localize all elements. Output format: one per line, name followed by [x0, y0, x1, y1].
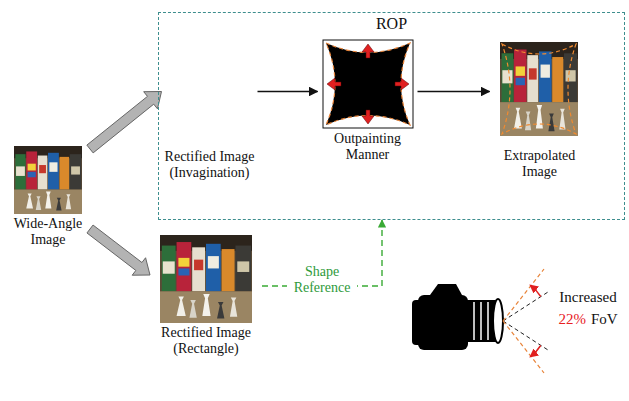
image-caption: Wide-Angle Image: [6, 216, 90, 248]
fov-increase-arc: [531, 286, 541, 297]
lens-ring: [473, 302, 475, 340]
block-arrow: [87, 225, 150, 275]
flow-arrow: [258, 91, 318, 92]
camera-icon: [412, 284, 503, 350]
image-panel: Wide-Angle Image: [6, 143, 90, 252]
image-caption: Extrapolated Image: [490, 148, 590, 180]
lens-ring: [480, 302, 482, 340]
extrapolated-illustration: [500, 42, 578, 136]
lens-front: [493, 299, 503, 343]
percentage-value: 22%: [558, 311, 586, 327]
image-caption: Outpainting Manner: [318, 131, 418, 163]
fov-annotation: Increased 22% FoV: [550, 287, 626, 331]
annotation-text: Increased: [550, 287, 626, 309]
lens-ring: [487, 302, 489, 340]
module-title: ROP: [159, 15, 624, 33]
boundary-outline: [502, 44, 576, 134]
invagination-photo: [164, 38, 254, 146]
flow-arrow: [418, 91, 490, 92]
block-arrow: [87, 92, 162, 153]
fov-increase-arc: [531, 346, 541, 357]
old-fov-line: [503, 321, 548, 350]
new-fov-line: [503, 321, 544, 373]
image-caption: Rectified Image (Invagination): [162, 149, 258, 181]
camera-viewfinder: [430, 284, 462, 295]
image-panel: Rectified Image (Rectangle): [150, 230, 262, 361]
outward-arrow: [362, 44, 374, 58]
outward-arrow: [395, 78, 409, 90]
fov-lines: [503, 269, 548, 373]
image-caption: Rectified Image (Rectangle): [150, 325, 262, 357]
camera-body: [418, 295, 468, 350]
outward-arrow: [362, 110, 374, 124]
rop-module-box: ROP Rectified Image (Invagination) Outpain…: [158, 12, 625, 220]
image-panel: Rectified Image (Invagination): [162, 36, 258, 185]
annotation-text: FoV: [591, 311, 618, 327]
old-fov-line: [503, 292, 548, 321]
camera-lens: [466, 300, 496, 342]
outpainting-illustration: [323, 40, 413, 128]
wide-angle-photo: [14, 146, 82, 214]
connector-label: Shape Reference: [287, 263, 357, 297]
new-fov-line: [503, 269, 544, 321]
extrapolated-photo: [500, 42, 578, 136]
outward-arrow: [327, 78, 341, 90]
outpainting-panel: Outpainting Manner: [318, 36, 418, 167]
image-panel: Extrapolated Image: [490, 36, 590, 184]
rectangle-photo: [160, 235, 252, 323]
invaginated-mask: [326, 43, 410, 125]
canvas-frame: [323, 40, 413, 128]
